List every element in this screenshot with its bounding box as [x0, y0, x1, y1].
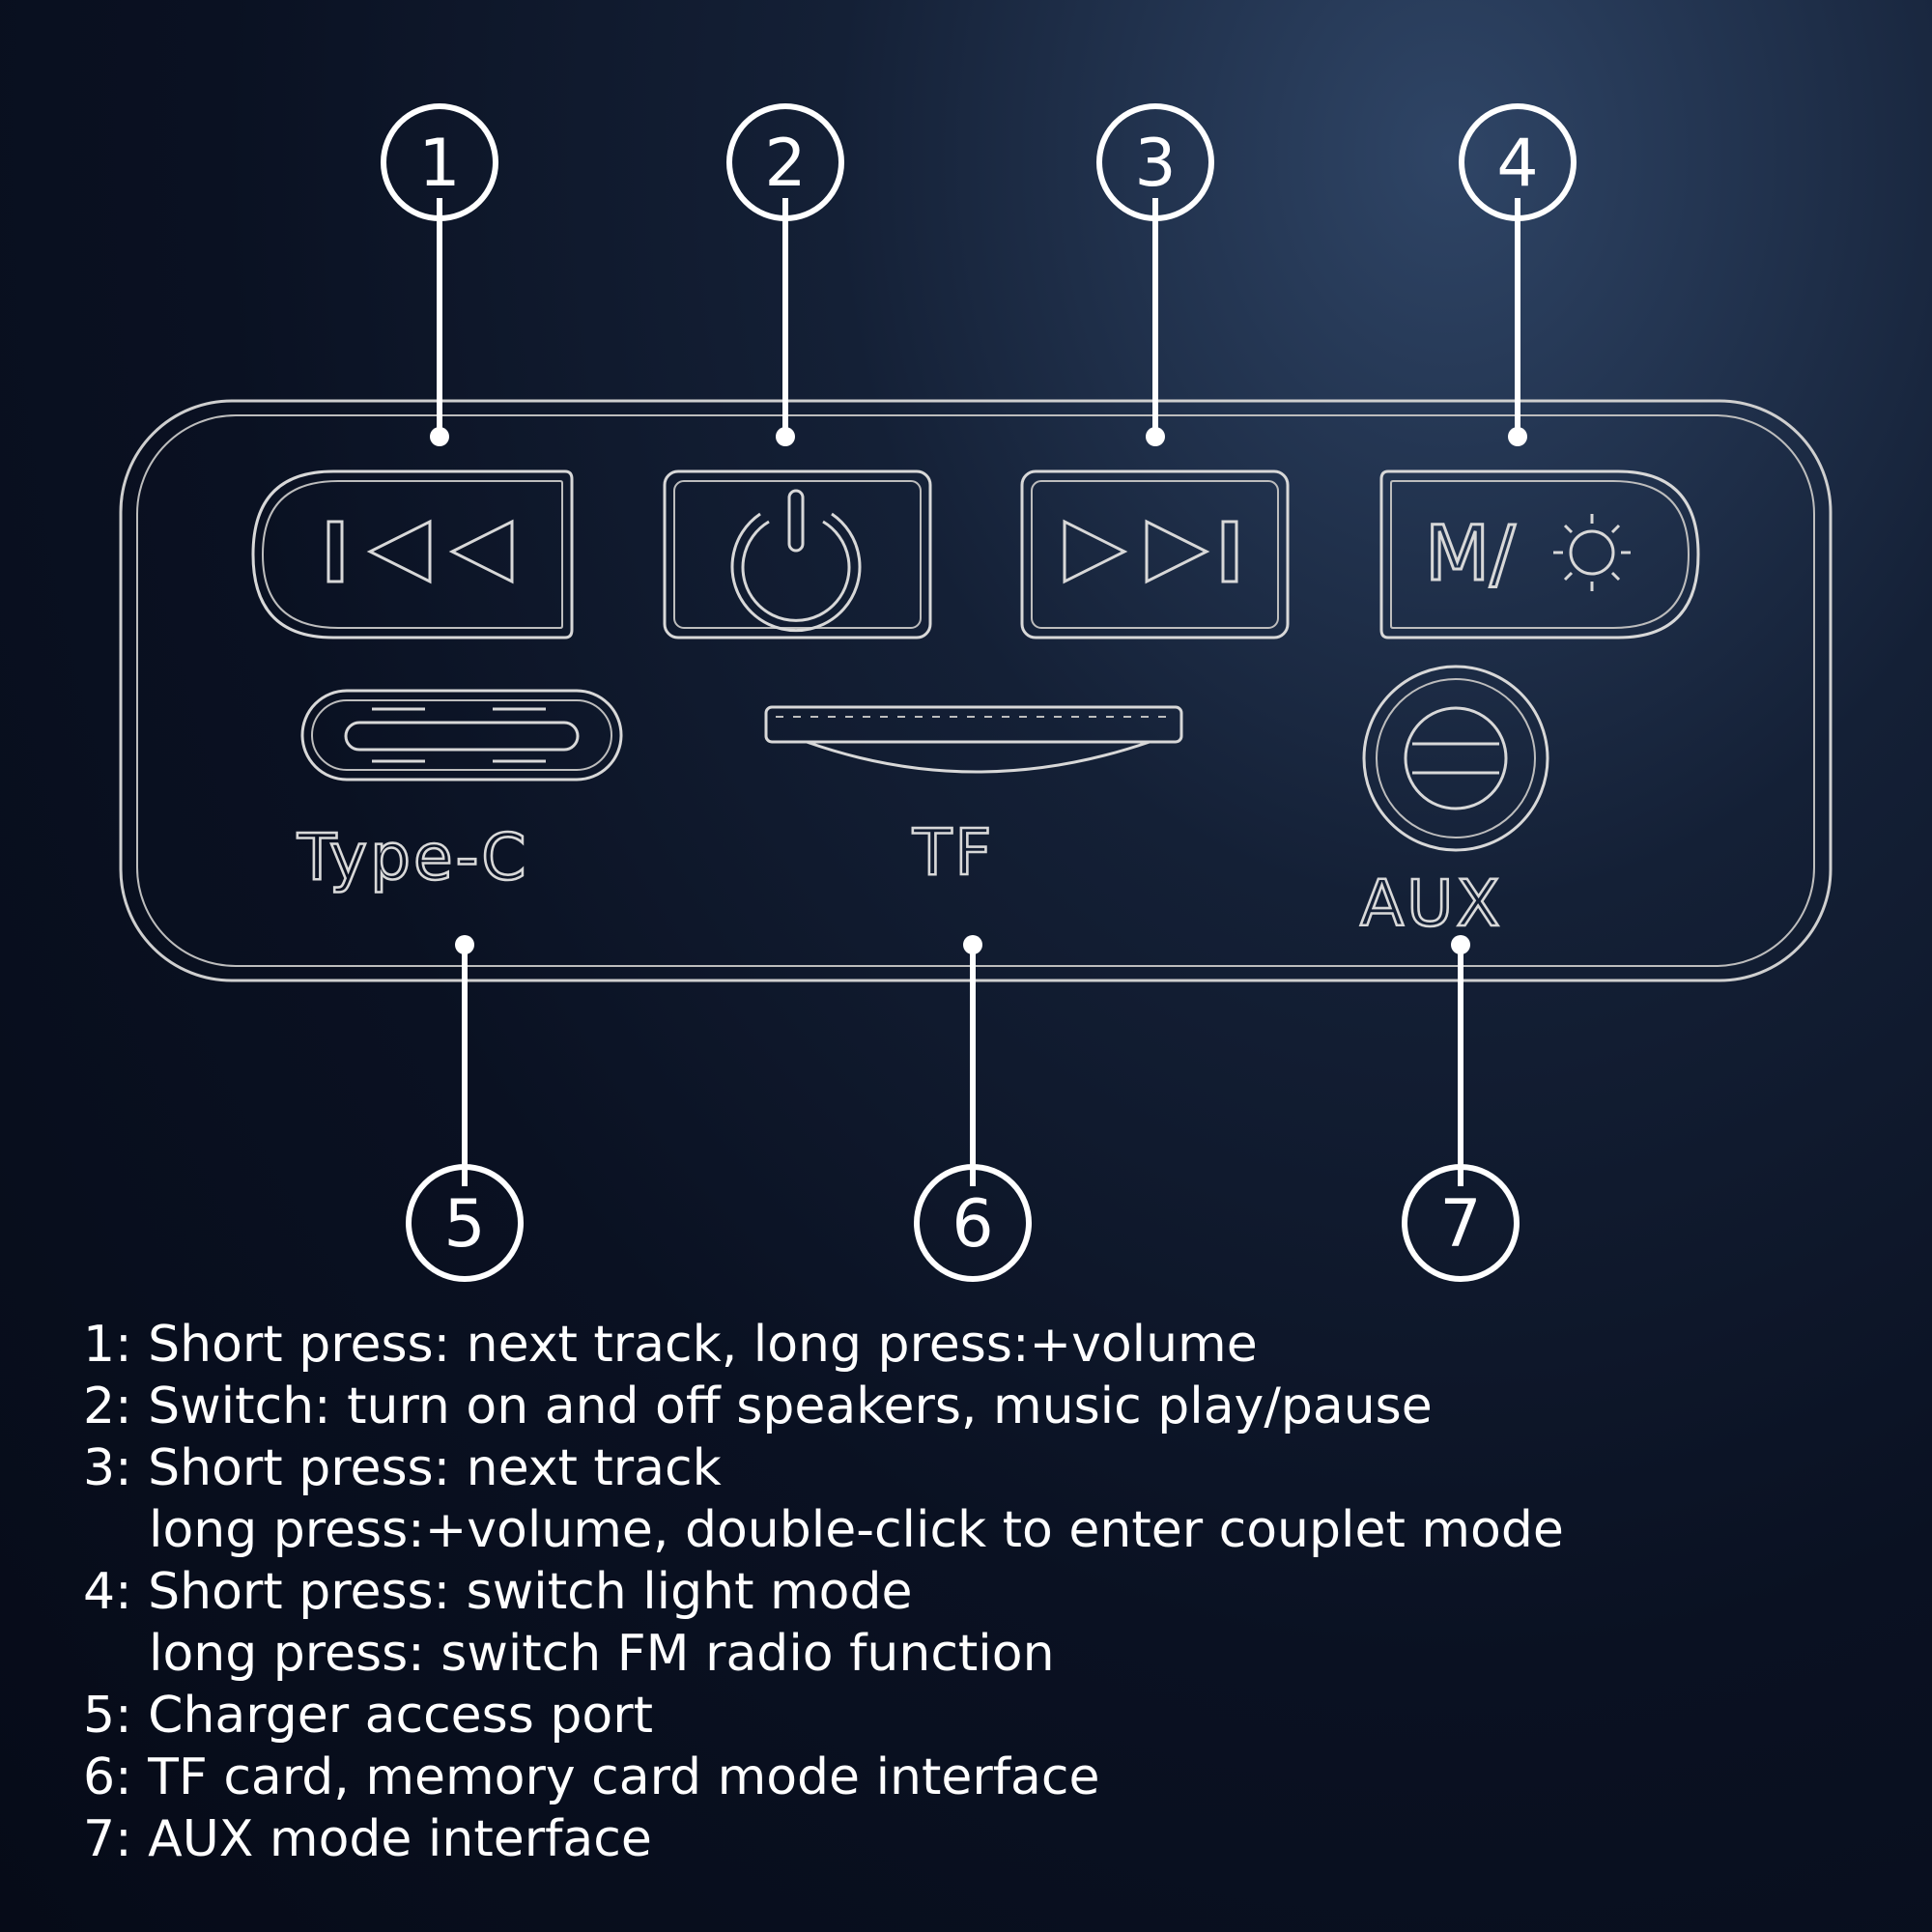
- legend-line: 1: Short press: next track, long press:+…: [83, 1316, 1258, 1374]
- tf-slot-icon: [764, 705, 1183, 774]
- aux-jack: AUX: [1359, 665, 1549, 942]
- callout-number: 1: [418, 126, 460, 202]
- type-c-label: Type-C: [297, 820, 529, 895]
- callout-number: 3: [1134, 126, 1176, 202]
- legend-line: 4: Short press: switch light mode: [83, 1563, 913, 1621]
- mode-button-label: M/: [1425, 511, 1516, 598]
- power-icon: [730, 489, 862, 633]
- next-track-icon: [1063, 519, 1238, 584]
- tf-label: TF: [912, 815, 994, 890]
- legend-line: 6: TF card, memory card mode interface: [83, 1748, 1100, 1806]
- legend-line: 2: Switch: turn on and off speakers, mus…: [83, 1378, 1433, 1435]
- previous-button: [251, 469, 574, 639]
- light-mode-icon: [1553, 514, 1631, 591]
- callout-3: 3: [1096, 103, 1214, 446]
- next-button: [1020, 469, 1290, 639]
- callout-6: 6: [914, 935, 1032, 1282]
- callout-2: 2: [726, 103, 844, 446]
- legend-line: 3: Short press: next track: [83, 1439, 722, 1497]
- callout-number: 7: [1439, 1186, 1481, 1263]
- aux-jack-icon: [1362, 665, 1549, 852]
- callout-number: 4: [1496, 126, 1538, 202]
- callout-1: 1: [381, 103, 498, 446]
- power-button: [663, 469, 932, 639]
- callout-7: 7: [1402, 935, 1520, 1282]
- legend-line: long press: switch FM radio function: [149, 1625, 1055, 1683]
- callout-4: 4: [1459, 103, 1577, 446]
- tf-slot: TF: [764, 705, 1183, 891]
- mode-light-button: M/: [1379, 469, 1700, 639]
- callout-number: 2: [764, 126, 806, 202]
- type-c-port: Type-C: [296, 689, 623, 895]
- aux-label: AUX: [1360, 867, 1503, 941]
- legend-line: 5: Charger access port: [83, 1687, 653, 1745]
- type-c-port-icon: [300, 689, 623, 781]
- previous-track-icon: [327, 519, 514, 584]
- callout-number: 6: [952, 1186, 993, 1263]
- callout-number: 5: [443, 1186, 485, 1263]
- legend-line: 7: AUX mode interface: [83, 1810, 652, 1868]
- function-legend: 1: Short press: next track, long press:+…: [83, 1314, 1880, 1870]
- callout-5: 5: [406, 935, 524, 1282]
- legend-line: long press:+volume, double-click to ente…: [149, 1501, 1564, 1559]
